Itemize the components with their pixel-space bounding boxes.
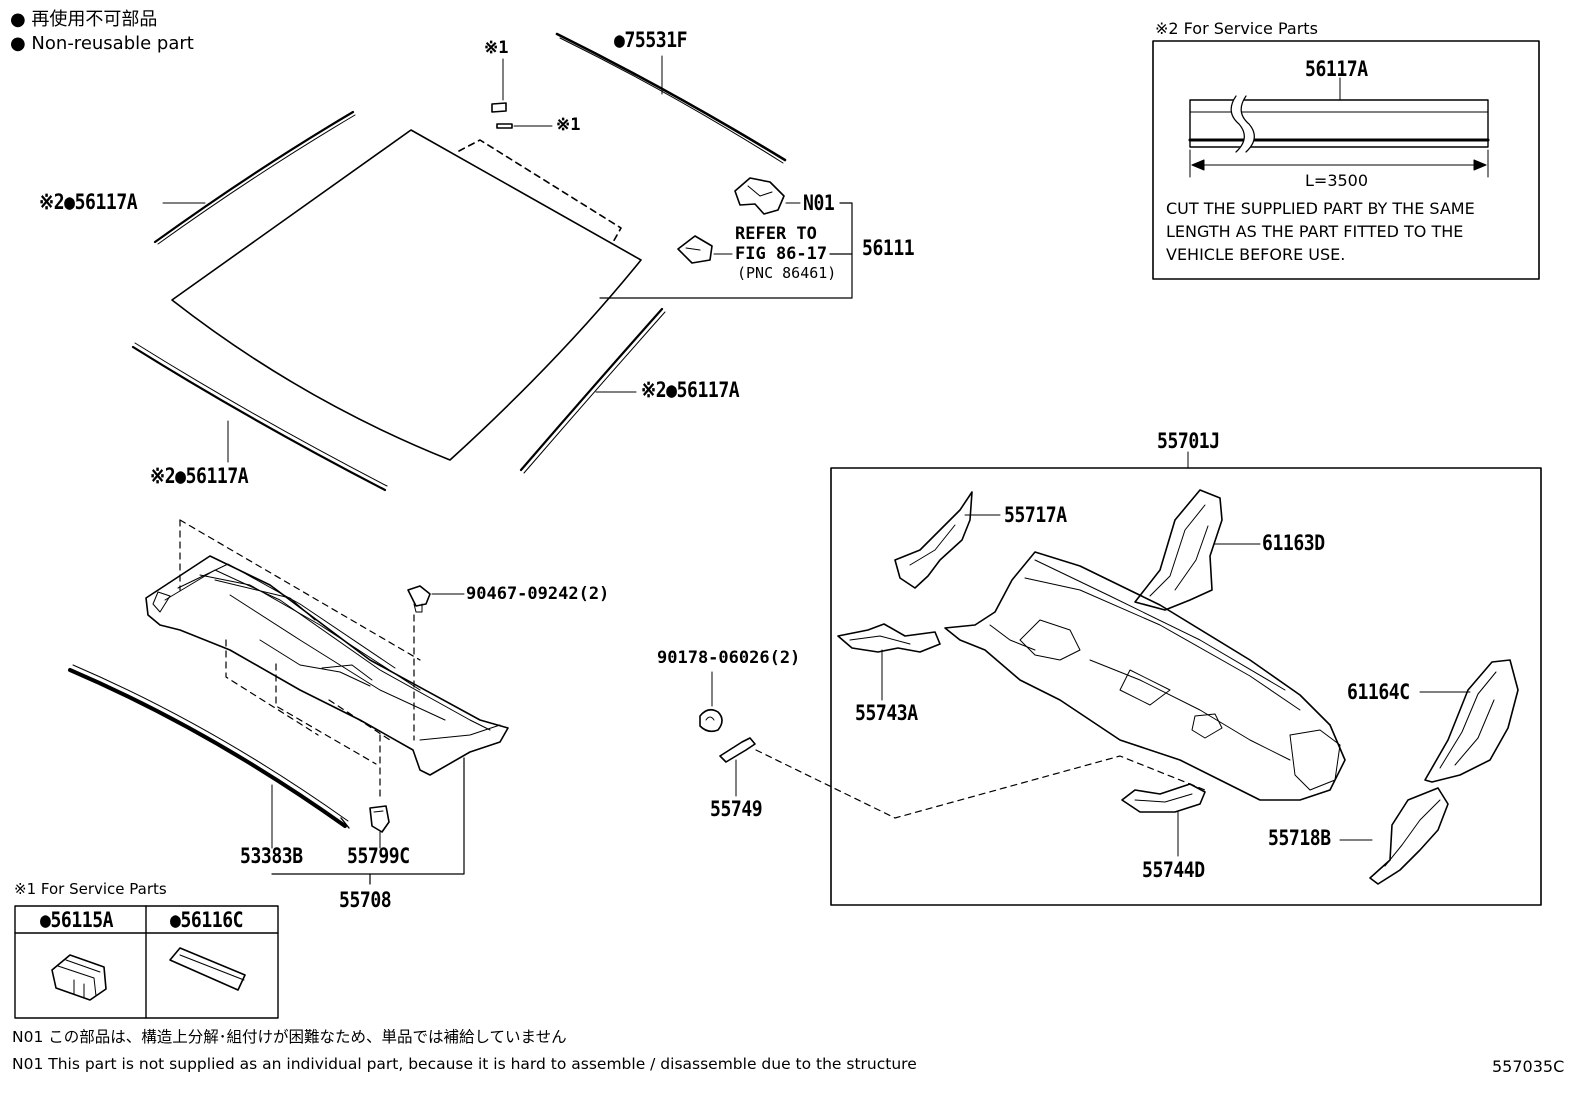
callout-55701J[interactable]: 55701J <box>1157 429 1220 453</box>
callout-55743A[interactable]: 55743A <box>855 701 918 725</box>
legend-en: ● Non-reusable part <box>10 33 194 54</box>
callout-55749[interactable]: 55749 <box>710 797 763 821</box>
service2-length: L=3500 <box>1305 171 1369 190</box>
callout-mark1-top: ※1 <box>484 38 509 58</box>
reinforcement-61163D[interactable] <box>1134 489 1261 611</box>
clip-pieces-mark1[interactable] <box>491 58 553 129</box>
leader-56111 <box>599 202 853 299</box>
bracket-55749[interactable] <box>719 737 756 797</box>
service2-note-1: CUT THE SUPPLIED PART BY THE SAME <box>1166 199 1475 218</box>
cowl-top-panel[interactable] <box>145 555 509 776</box>
legend-jp: ● 再使用不可部品 <box>10 9 158 30</box>
clip-56116C[interactable] <box>169 947 246 991</box>
refer-line1: REFER TO <box>735 224 817 244</box>
molding-56117A-lower[interactable] <box>131 342 388 492</box>
callout-55744D[interactable]: 55744D <box>1142 858 1205 882</box>
clip-56115A[interactable] <box>51 954 107 1001</box>
callout-N01[interactable]: N01 <box>803 191 835 215</box>
callout-56117A-upper-left[interactable]: ※2●56117A <box>39 190 138 214</box>
service2-part[interactable]: 56117A <box>1305 57 1368 81</box>
callout-56117A-right[interactable]: ※2●56117A <box>641 378 740 402</box>
seal-53383B[interactable] <box>68 664 350 849</box>
bracket-55717A[interactable] <box>894 491 1001 589</box>
service1-table <box>14 905 279 1019</box>
footnote-jp: N01 この部品は、構造上分解･組付けが困難なため、単品では補給していません <box>12 1028 567 1046</box>
callout-61164C[interactable]: 61164C <box>1347 680 1410 704</box>
windshield-glass[interactable] <box>171 129 642 461</box>
dash-panel-box <box>830 451 1542 906</box>
cowl-dashed-leaders <box>179 519 421 801</box>
callout-53383B[interactable]: 53383B <box>240 844 303 868</box>
callout-55708[interactable]: 55708 <box>339 888 392 912</box>
bracket-55718B[interactable] <box>1339 787 1449 885</box>
reinforcement-61164C[interactable] <box>1419 659 1519 783</box>
service1-part-b[interactable]: ●56116C <box>170 908 244 932</box>
service2-box <box>1152 40 1540 280</box>
dash-panel-55701J[interactable] <box>944 551 1346 801</box>
service2-note-2: LENGTH AS THE PART FITTED TO THE <box>1166 222 1464 241</box>
callout-55799C[interactable]: 55799C <box>347 844 410 868</box>
refer-line3: (PNC 86461) <box>737 264 837 282</box>
nut-90178[interactable] <box>699 671 723 733</box>
callout-90178[interactable]: 90178-06026(2) <box>657 648 801 668</box>
service2-note-3: VEHICLE BEFORE USE. <box>1166 245 1346 264</box>
bracket-55744D[interactable] <box>1121 783 1206 857</box>
callout-56111[interactable]: 56111 <box>862 236 915 260</box>
service-part-dashed-outline <box>458 139 622 245</box>
molding-75531F[interactable] <box>555 32 787 164</box>
footnote-en: N01 This part is not supplied as an indi… <box>12 1055 917 1073</box>
bracket-55743A[interactable] <box>837 623 941 701</box>
molding-56117A-right[interactable] <box>519 307 666 474</box>
callout-mark1-side: ※1 <box>556 115 581 135</box>
callout-56117A-bottom[interactable]: ※2●56117A <box>150 464 249 488</box>
leader-55708 <box>271 757 465 885</box>
service1-part-a[interactable]: ●56115A <box>40 908 114 932</box>
callout-75531F[interactable]: ●75531F <box>614 28 688 52</box>
molding-56117A-upper-left[interactable] <box>153 110 356 245</box>
clip-55799C[interactable] <box>369 805 390 849</box>
refer-line2: FIG 86-17 <box>735 244 828 264</box>
bracket-N01[interactable] <box>734 177 801 215</box>
callout-61163D[interactable]: 61163D <box>1262 531 1325 555</box>
callout-55718B[interactable]: 55718B <box>1268 826 1331 850</box>
figure-id: 557035C <box>1492 1057 1565 1076</box>
callout-55717A[interactable]: 55717A <box>1004 503 1067 527</box>
dashed-link-55749 <box>755 749 1206 819</box>
service1-title: ※1 For Service Parts <box>14 880 167 898</box>
service2-title: ※2 For Service Parts <box>1155 19 1318 38</box>
callout-90467[interactable]: 90467-09242(2) <box>466 584 610 604</box>
bracket-refer-86461[interactable] <box>677 235 733 264</box>
clip-90467[interactable] <box>407 585 465 613</box>
